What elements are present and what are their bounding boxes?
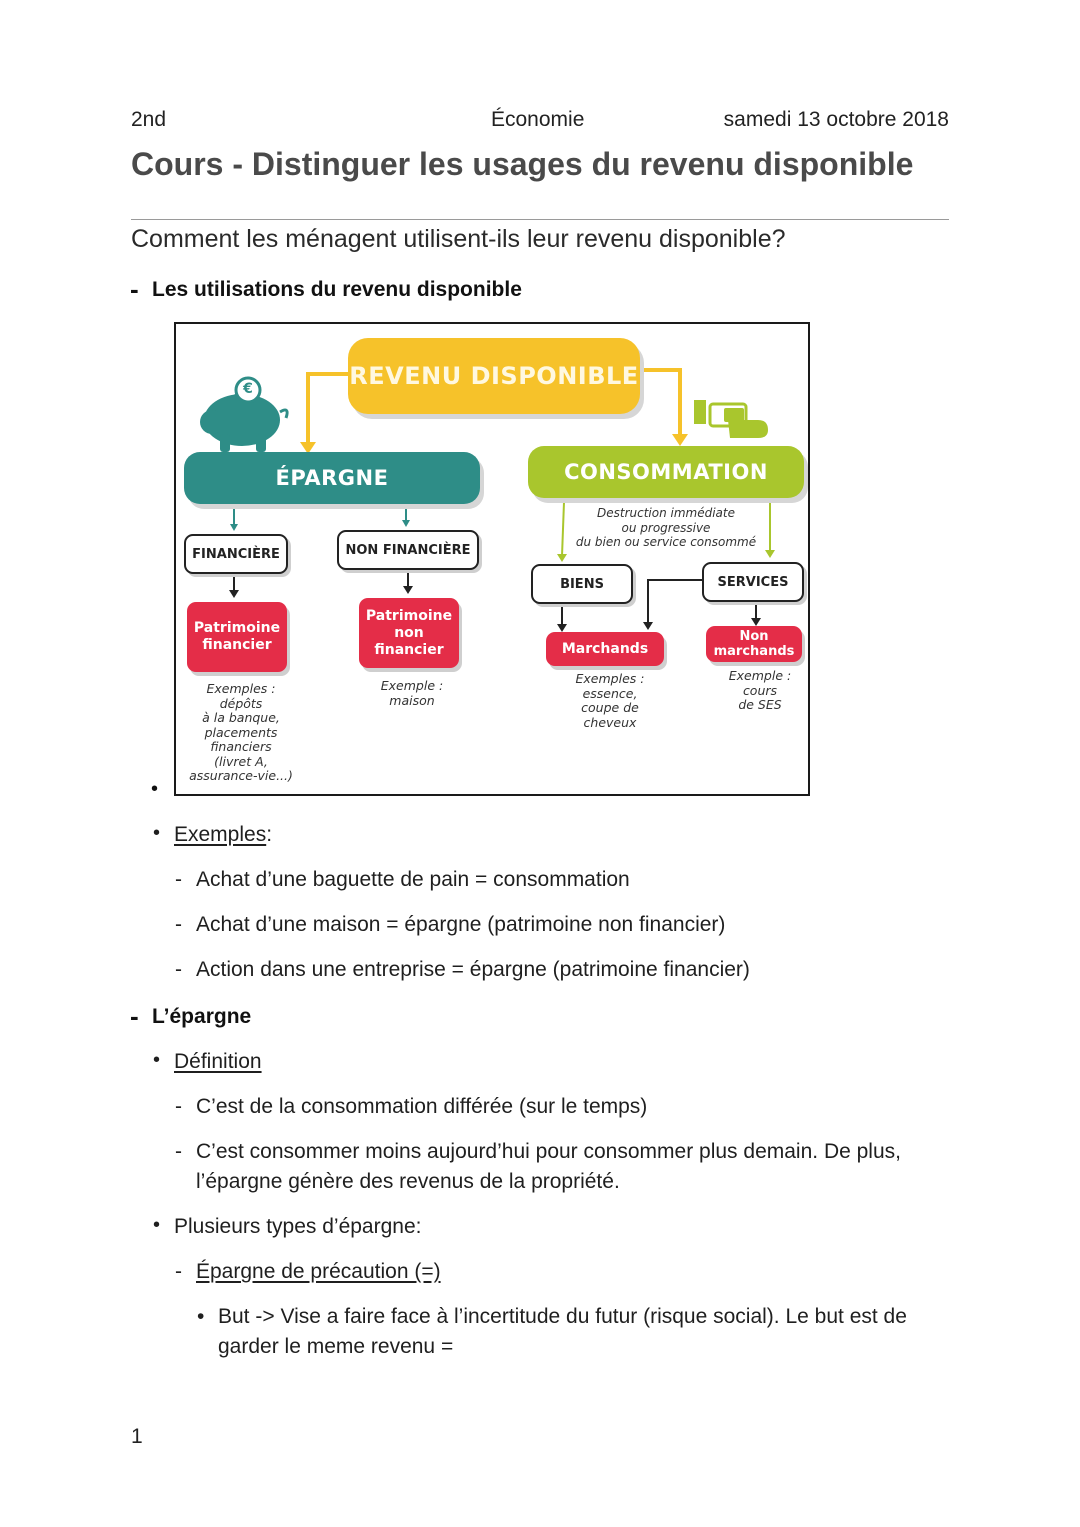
page-title: Cours - Distinguer les usages du revenu … [131,146,914,182]
consommation-box: CONSOMMATION [528,446,804,498]
bullet-marker: • [153,1214,161,1236]
section-heading-utilisations: - Les utilisations du revenu disponible [130,274,522,304]
arrow-head-nonmarchands [751,618,761,626]
type-precaution-goal: • But -> Vise a faire face à l’incertitu… [197,1302,943,1362]
arrow-head-consommation [672,434,688,446]
non-marchands-box: Non marchands [706,626,802,662]
non-financiere-box: NON FINANCIÈRE [337,530,479,570]
header-level: 2nd [131,108,167,131]
header-date: samedi 13 octobre 2018 [723,108,949,131]
euro-coin-icon [234,376,262,404]
examples-non-marchands-note: Exemple : cours de SES [728,668,792,712]
example-text: Achat d’une maison = épargne (patrimoine… [196,913,726,936]
examples-financier-note: Exemples : dépôts à la banque, placement… [189,681,293,783]
page-number: 1 [131,1425,143,1448]
diagram-connectors [200,368,775,632]
arrow-head-biens [557,554,567,562]
arrow-head-financiere [230,524,238,531]
header-subject: Économie [491,108,585,131]
section-heading-epargne: - L’épargne [130,1001,252,1031]
definition-bullet: • Définition [153,1049,262,1074]
arrow-head-patrimoine [229,590,239,598]
dash-marker: - [175,958,182,981]
examples-bullet: • Exemples: [153,822,273,847]
dash-marker: - [175,1260,182,1283]
patrimoine-financier-box: Patrimoine financier [187,602,287,672]
examples-marchands-note: Exemples : essence, coupe de cheveux [575,671,645,730]
section-heading-text: Les utilisations du revenu disponible [152,278,522,301]
arrow-revenu-to-epargne [306,372,348,450]
definition-item-1: - C’est de la consommation différée (sur… [175,1092,941,1122]
arrow-head-epargne [300,442,316,454]
arrow-head-services [765,550,775,558]
services-box: SERVICES [702,562,804,602]
type-precaution-text: Épargne de précaution (=) [196,1260,441,1283]
epargne-label: ÉPARGNE [275,466,389,490]
marchands-box: Marchands [546,632,664,666]
epargne-box: ÉPARGNE [184,452,480,504]
definition-text: C’est consommer moins aujourd’hui pour c… [196,1140,901,1193]
euro-symbol: € [243,381,253,397]
arrow-conso-to-biens [561,501,565,557]
examples-colon: : [266,823,273,846]
biens-box: BIENS [531,564,633,604]
type-item-precaution: - Épargne de précaution (=) [175,1257,941,1287]
types-bullet: • Plusieurs types d’épargne: [153,1214,422,1239]
example-text: Action dans une entreprise = épargne (pa… [196,958,750,981]
section-heading-text: L’épargne [152,1005,252,1028]
examples-non-financier-note: Exemple : maison [380,678,444,708]
dash-marker: - [175,1095,182,1118]
bullet-marker: • [197,1305,205,1328]
patrimoine-non-financier-box: Patrimoine non financier [359,598,459,668]
types-label: Plusieurs types d’épargne: [174,1215,422,1238]
revenu-disponible-box: REVENU DISPONIBLE [348,338,640,414]
definition-item-2: - C’est consommer moins aujourd’hui pour… [175,1137,941,1197]
lesson-question: Comment les ménagent utilisent-ils leur … [131,225,786,253]
definition-label: Définition [174,1050,262,1073]
definition-text: C’est de la consommation différée (sur l… [196,1095,648,1118]
money-hand-icon [694,400,768,438]
revenu-disponible-label: REVENU DISPONIBLE [349,362,639,390]
revenu-disponible-diagram: € REVENU DISPONIBLE ÉPARGNE CONSOMMATION… [174,322,810,796]
arrow-head-marchands-2 [643,622,653,630]
arrow-revenu-to-consommation [640,368,682,442]
consommation-label: CONSOMMATION [564,460,768,484]
stray-bullet: • [151,778,159,800]
dash-marker: - [175,868,182,891]
arrow-head-patrimoine-nonfin [403,586,413,594]
arrow-services-to-marchands [647,579,702,624]
example-item-1: - Achat d’une baguette de pain = consomm… [175,865,936,895]
type-precaution-goal-text: But -> Vise a faire face à l’incertitude… [218,1305,907,1358]
example-item-3: - Action dans une entreprise = épargne (… [175,955,936,985]
dash-marker: - [175,913,182,936]
example-text: Achat d’une baguette de pain = consommat… [196,868,630,891]
examples-label: Exemples [174,823,267,846]
financiere-box: FINANCIÈRE [184,534,288,574]
example-item-2: - Achat d’une maison = épargne (patrimoi… [175,910,936,940]
dash-marker: - [130,1001,139,1031]
arrow-head-nonfinanciere [402,520,410,527]
bullet-marker: • [153,822,161,844]
title-divider [131,219,949,220]
dash-marker: - [130,274,139,304]
dash-marker: - [175,1140,182,1163]
arrow-head-marchands [557,624,567,632]
destruction-note: Destruction immédiate ou progressive du … [575,506,757,549]
bullet-marker: • [153,1049,161,1071]
